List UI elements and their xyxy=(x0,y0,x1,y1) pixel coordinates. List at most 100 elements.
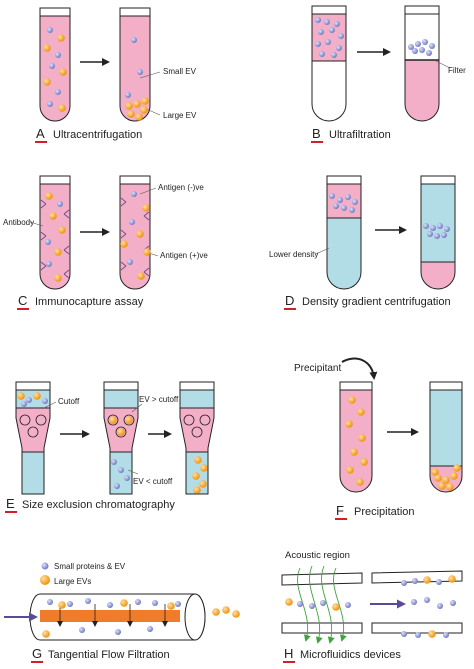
legend-large-label: Large EVs xyxy=(54,577,91,586)
small-ev-particle xyxy=(329,27,335,33)
small-ev-particle xyxy=(412,48,418,54)
small-ev-particle xyxy=(329,193,335,199)
panel-letter-a: A xyxy=(36,126,45,141)
panel-letter-d: D xyxy=(285,293,294,308)
small-ev-particle xyxy=(424,597,430,603)
small-ev-particle xyxy=(26,397,32,403)
small-ev-particle xyxy=(434,233,440,239)
label-antibody: Antibody xyxy=(3,218,34,227)
small-ev-particle xyxy=(437,603,443,609)
large-ev-particle xyxy=(448,575,456,583)
small-ev-particle xyxy=(324,19,330,25)
panel-c: Antibody Antigen (-)ve Antigen (+)ve C I… xyxy=(3,175,208,310)
large-ev-particle xyxy=(43,44,51,52)
small-ev-particle xyxy=(175,601,181,607)
large-ev-particle xyxy=(109,416,117,424)
large-ev-particle xyxy=(358,434,366,442)
small-ev-particle xyxy=(125,92,131,98)
small-ev-particle xyxy=(55,89,61,95)
small-ev-particle xyxy=(430,225,436,231)
small-ev-particle xyxy=(111,459,117,465)
small-ev-particle xyxy=(349,207,355,213)
caption-f: Precipitation xyxy=(354,506,415,518)
large-ev-particle xyxy=(17,392,25,400)
large-ev-particle xyxy=(346,466,354,474)
small-ev-particle xyxy=(319,51,325,57)
small-ev-particle xyxy=(55,52,61,58)
large-ev-particle xyxy=(143,248,151,256)
small-ev-particle xyxy=(441,232,447,238)
panel-a: Small EV Large EV A Ultracentrifugation xyxy=(35,7,197,143)
large-ev-particle xyxy=(192,472,200,480)
large-ev-particle xyxy=(49,212,57,220)
large-ev-particle xyxy=(199,480,207,488)
large-ev-particle xyxy=(423,576,431,584)
label-cutoff: Cutoff xyxy=(58,397,80,406)
label-antigen-neg: Antigen (-)ve xyxy=(158,183,204,192)
large-ev-particle xyxy=(431,468,439,476)
label-antigen-pos: Antigen (+)ve xyxy=(160,251,208,260)
small-ev-particle xyxy=(415,632,421,638)
large-ev-particle xyxy=(58,104,66,112)
small-ev-particle xyxy=(429,43,435,49)
caption-a: Ultracentrifugation xyxy=(53,129,142,141)
large-ev-particle xyxy=(348,396,356,404)
large-ev-particle xyxy=(54,248,62,256)
small-ev-particle xyxy=(423,223,429,229)
small-ev-particle xyxy=(309,603,315,609)
small-ev-particle xyxy=(426,50,432,56)
panel-h: Acoustic region H Microfluidics devices xyxy=(281,550,463,663)
small-ev-particle xyxy=(336,45,342,51)
small-ev-particle xyxy=(341,205,347,211)
label-large-ev: Large EV xyxy=(163,111,197,120)
large-ev-particle xyxy=(33,392,41,400)
small-ev-particle xyxy=(129,219,135,225)
small-ev-particle xyxy=(443,632,449,638)
small-ev-particle xyxy=(422,39,428,45)
large-ev-particle xyxy=(350,448,358,456)
antibodies xyxy=(40,197,150,279)
large-ev-particle xyxy=(200,464,208,472)
large-ev-particle xyxy=(43,78,51,86)
small-ev-particle xyxy=(333,203,339,209)
panel-f: Precipitant F Precipitation xyxy=(294,357,463,520)
pointer-ev-lt xyxy=(127,469,139,475)
label-precipitant: Precipitant xyxy=(294,363,341,374)
small-ev-particle xyxy=(315,17,321,23)
large-ev-particle xyxy=(135,113,143,121)
large-ev-particle xyxy=(140,106,148,114)
small-ev-particle xyxy=(46,261,52,267)
small-ev-particle xyxy=(45,239,51,245)
legend-large-swatch xyxy=(40,575,50,585)
small-ev-particle xyxy=(118,467,124,473)
small-ev-particle xyxy=(124,475,130,481)
panel-letter-f: F xyxy=(336,503,344,518)
large-ev-particle xyxy=(442,476,450,484)
small-ev-particle xyxy=(152,600,158,606)
tube-c-before xyxy=(39,175,71,290)
small-ev-particle xyxy=(114,483,120,489)
panel-letter-g: G xyxy=(32,646,42,661)
large-ev-particle xyxy=(167,602,175,610)
panel-letter-c: C xyxy=(18,293,27,308)
large-ev-particle xyxy=(117,428,125,436)
large-ev-particle xyxy=(428,630,436,638)
small-ev-particle xyxy=(315,41,321,47)
small-ev-particle xyxy=(338,33,344,39)
small-ev-particle xyxy=(115,629,121,635)
caption-d: Density gradient centrifugation xyxy=(302,296,451,308)
large-ev-particle xyxy=(45,192,53,200)
pointer-filter xyxy=(435,60,451,69)
caption-e: Size exclusion chromatography xyxy=(22,499,175,511)
small-ev-particle xyxy=(427,231,433,237)
small-ev-particle xyxy=(331,52,337,58)
small-ev-particle xyxy=(419,47,425,53)
small-ev-particle xyxy=(135,599,141,605)
pointer-cutoff xyxy=(43,401,57,409)
panel-letter-h: H xyxy=(284,646,293,661)
pointer-antigen-neg xyxy=(139,187,157,195)
tube-d-before xyxy=(326,175,362,290)
large-ev-particle xyxy=(120,599,128,607)
small-ev-particle xyxy=(334,21,340,27)
large-ev-particle xyxy=(438,482,446,490)
